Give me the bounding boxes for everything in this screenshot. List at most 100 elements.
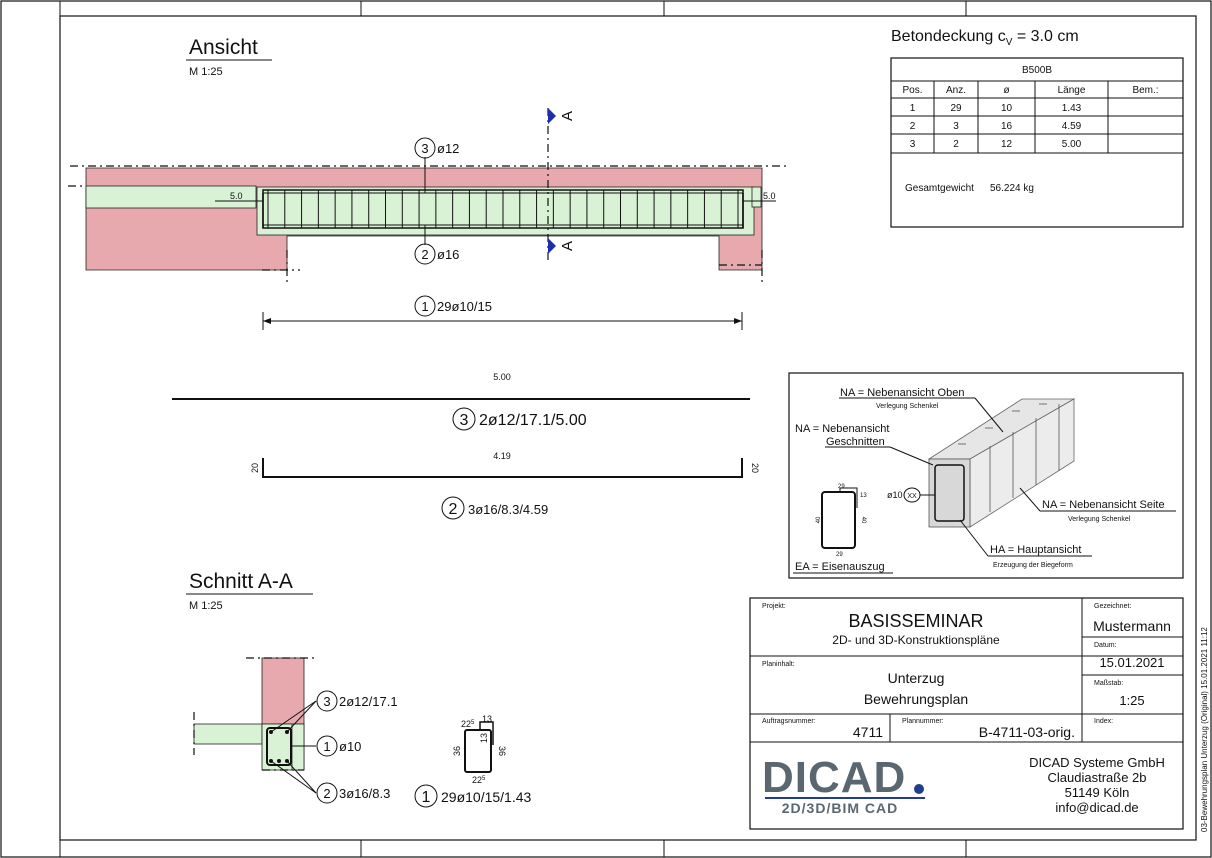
tb-planinhalt-2: Bewehrungsplan: [864, 691, 968, 707]
tb-datum: 15.01.2021: [1099, 655, 1164, 670]
tb-plannummer-label: Plannummer:: [902, 718, 944, 725]
table-cell: 1.43: [1062, 103, 1082, 114]
table-frame: [890, 57, 1184, 228]
na-geschnitten-1: NA = Nebenansicht: [795, 423, 889, 435]
leader-s2b: [286, 760, 317, 794]
bar3-shape-num: 3: [460, 412, 469, 429]
tb-planinhalt-label: Planinhalt:: [762, 661, 795, 668]
section-label-top: A: [559, 111, 576, 121]
stirrup-left: 36: [452, 746, 462, 756]
logo: DICAD: [762, 753, 906, 802]
legend-xx: XX: [907, 493, 917, 500]
bar2-shape-label: 3ø16/8.3/4.59: [468, 502, 548, 517]
mini-bottom: 29: [836, 552, 843, 558]
inner-frame: [59, 15, 1197, 841]
tb-gezeichnet: Mustermann: [1093, 618, 1171, 634]
tb-projekt-label: Projekt:: [762, 603, 786, 610]
na-oben-leader: [974, 397, 1004, 433]
stirrup-label: 29ø10/15/1.43: [441, 789, 532, 805]
tb-planinhalt-1: Unterzug: [888, 670, 945, 686]
mini-stirrup-hook: [839, 487, 858, 508]
bar3-marker-num: 3: [421, 141, 428, 156]
table-header-cell: Pos.: [902, 85, 922, 96]
table-cell: 5.00: [1062, 139, 1082, 150]
legend-diameter: ø10: [887, 490, 903, 500]
total-label: Gesamtgewicht: [905, 183, 974, 194]
frame-ticks: [59, 1, 967, 857]
na-seite-leader: [1019, 487, 1041, 512]
title-block: Projekt: BASISSEMINAR 2D- und 3D-Konstru…: [749, 597, 1184, 830]
city: 51149 Köln: [1065, 785, 1130, 800]
table-cell: 4.59: [1062, 121, 1082, 132]
bar2-length: 4.19: [493, 451, 511, 461]
logo-dot: [914, 784, 924, 794]
table-cell: 3: [910, 139, 916, 150]
green-slab-left: [85, 185, 257, 209]
s1-marker: [316, 735, 338, 757]
table-cell: 3: [953, 121, 959, 132]
stirrup-num: 1: [422, 789, 431, 806]
s1-label: ø10: [339, 739, 361, 754]
bar2-marker: [414, 243, 436, 265]
tb-auftrag: 4711: [853, 724, 883, 740]
section-label-bottom: A: [559, 241, 576, 251]
total-value: 56.224 kg: [990, 183, 1034, 194]
table-header-cell: Bem.:: [1132, 85, 1158, 96]
side-note: 03-Bewehrungsplan Unterzug (Original) 15…: [1200, 627, 1209, 832]
table-header-cell: Länge: [1058, 85, 1086, 96]
mini-side: 40: [860, 517, 866, 524]
section-bar-bm: [277, 759, 281, 763]
table-cell: 1: [910, 103, 916, 114]
table-cell: 2: [910, 121, 916, 132]
bar2-hook-left: 20: [250, 463, 260, 473]
ha-leader: [959, 519, 989, 557]
beam-3d-front: [928, 458, 971, 528]
table-cell: 16: [1001, 121, 1013, 132]
section-column: [261, 657, 305, 725]
na-seite-sub: Verlegung Schenkel: [1068, 516, 1131, 523]
tb-lines: [750, 598, 1183, 743]
tb-project-sub: 2D- und 3D-Konstruktionspläne: [832, 633, 1000, 647]
tb-massstab: 1:25: [1119, 693, 1144, 708]
tb-massstab-label: Maßstab:: [1094, 680, 1123, 687]
leader-s2a: [270, 760, 317, 794]
leader-s3a: [270, 700, 317, 733]
tb-gezeichnet-label: Gezeichnet:: [1094, 603, 1131, 610]
mini-left: 40: [816, 516, 822, 523]
schnitt-title: Schnitt A-A: [189, 570, 293, 593]
na-geschnitten-leader: [889, 446, 934, 466]
stirrup-hook: [479, 721, 494, 745]
beam-3d-stirrup: [934, 464, 965, 522]
stirrup-outline: [464, 729, 492, 773]
na-oben-sub: Verlegung Schenkel: [876, 403, 939, 410]
tb-project: BASISSEMINAR: [848, 611, 983, 631]
stirrup-shape: 225 13 13 36 36 225 1 29ø10/15/1.43: [414, 714, 532, 808]
stirrup-top-right: 13: [482, 714, 492, 724]
cover-right-label: 5.0: [763, 191, 776, 201]
table-cell: 29: [950, 103, 962, 114]
bending-schedule: 5.00 3 2ø12/17.1/5.00 4.19 20 20 2 3ø16/…: [172, 372, 760, 520]
table-header-cell: ø: [1003, 85, 1009, 96]
na-geschnitten-2: Geschnitten: [826, 436, 885, 448]
legend-panel: 29 13 40 40 29 ø10 XX NA = Nebenansicht …: [788, 372, 1184, 579]
cross-section: 3 2ø12/17.1 1 ø10 2 3ø16/8.3: [193, 657, 398, 804]
bar1-marker-label: 29ø10/15: [437, 299, 492, 314]
bar2-marker-label: ø16: [437, 247, 459, 262]
s1-num: 1: [323, 739, 330, 754]
stirrup-bottom: 225: [472, 775, 486, 785]
street: Claudiastraße 2b: [1048, 770, 1147, 785]
s2-label: 3ø16/8.3: [339, 786, 390, 801]
cover-left-label: 5.0: [230, 191, 243, 201]
bar2-shape: [262, 458, 743, 478]
bar1-marker: [414, 295, 436, 317]
s2-marker: [316, 782, 338, 804]
stirrup-right: 36: [497, 746, 507, 756]
table-cell: 2: [953, 139, 959, 150]
ha-sub: Erzeugung der Biegeform: [993, 562, 1073, 569]
distribution-arrow-left: [263, 318, 271, 324]
email: info@dicad.de: [1055, 800, 1138, 815]
